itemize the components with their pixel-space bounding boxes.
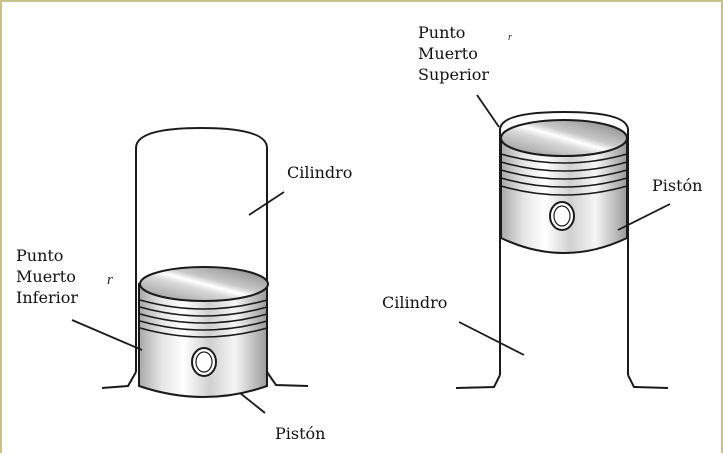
stray-mark: r [107,272,113,288]
leader-left-piston [239,392,266,414]
right-dead-center-label: Punto Muerto Superior [418,22,489,85]
right-cylinder-label: Cilindro [382,293,448,312]
label-line: Punto [16,246,64,265]
right-cylinder [455,110,669,389]
stray-mark: r [508,32,512,43]
label-line: Punto [418,23,466,42]
left-cylinder [101,126,309,389]
leader-right-piston [617,203,671,231]
leader-left-dead-center [71,319,143,351]
leader-right-dead-center [476,94,500,128]
leader-left-cylinder [248,191,285,216]
label-line: Muerto [16,267,76,286]
label-line: Inferior [16,288,79,307]
left-piston-label: Pistón [275,424,326,443]
right-piston [500,119,628,254]
label-line: Superior [418,65,490,84]
left-piston [138,266,269,398]
label-line: Muerto [418,44,478,63]
left-cylinder-label: Cilindro [287,163,353,182]
leader-lines [71,94,671,414]
left-dead-center-label: Punto Muerto Inferior [16,245,78,308]
right-piston-label: Pistón [652,176,703,195]
leader-right-cylinder [458,321,525,356]
